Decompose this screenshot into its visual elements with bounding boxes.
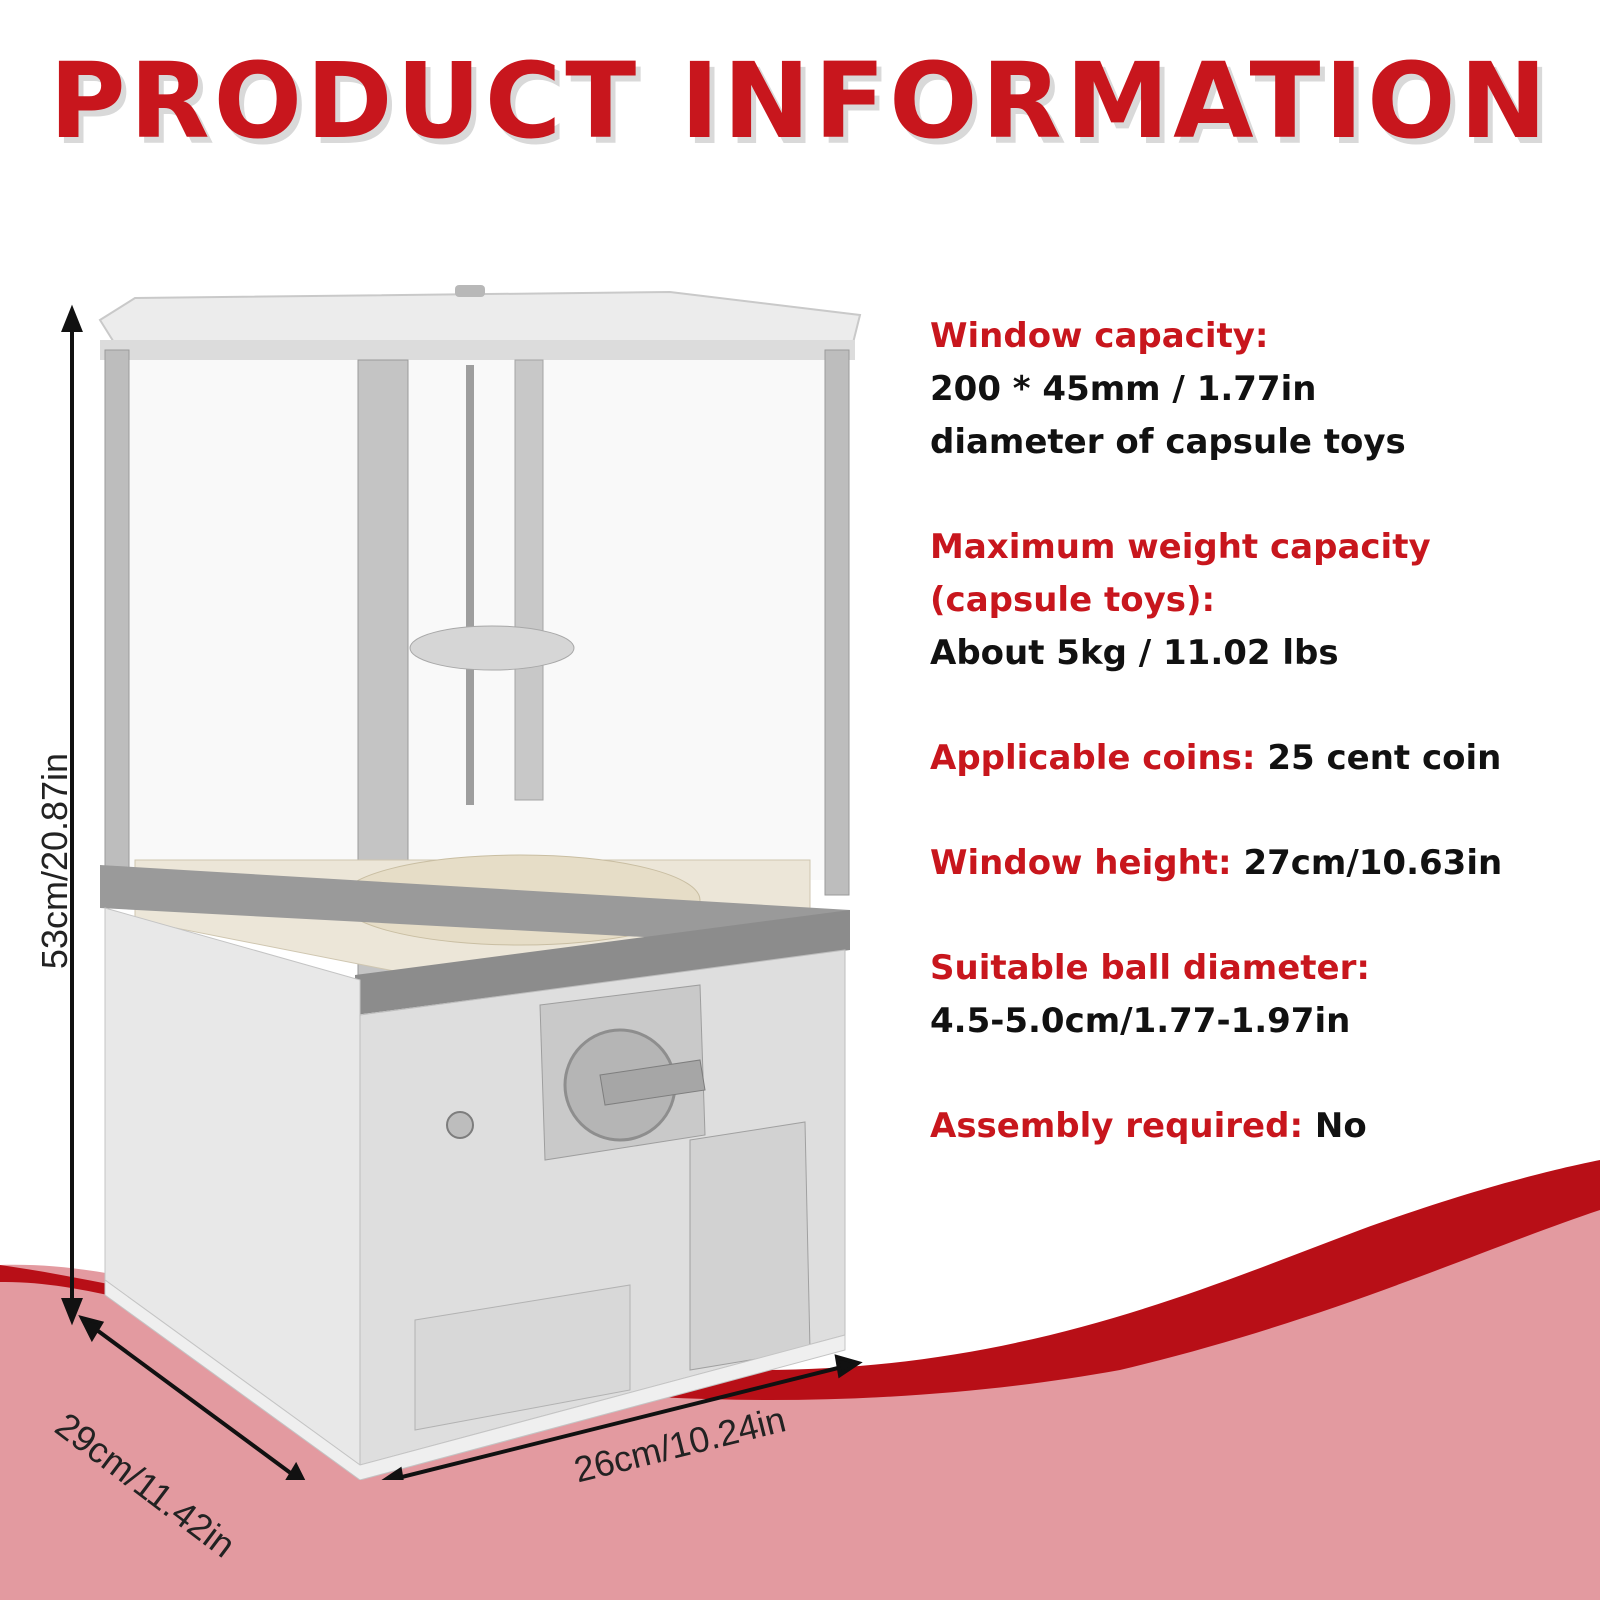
spec-value: 4.5-5.0cm/1.77-1.97in: [930, 1001, 1351, 1041]
gray-band: [100, 865, 850, 948]
spec-label: Assembly required:: [930, 1106, 1304, 1146]
spec-label: Suitable ball diameter:: [930, 948, 1370, 988]
spec-value: diameter of capsule toys: [930, 422, 1406, 462]
gumball-machine-illustration: [61, 285, 863, 1480]
center-rod: [466, 365, 474, 805]
post-left-front: [104, 349, 130, 896]
lid-knob: [455, 285, 485, 297]
spec-value: 200 * 45mm / 1.77in: [930, 369, 1317, 409]
spec-value: 27cm/10.63in: [1231, 843, 1503, 883]
page-title: PRODUCT INFORMATION: [49, 40, 1551, 162]
gray-band-front: [355, 910, 850, 1015]
spec-assembly: Assembly required: No: [930, 1100, 1590, 1153]
height-arrow: [61, 304, 83, 1326]
machine-base: [104, 1279, 846, 1480]
post-back: [514, 359, 544, 801]
spec-label: Window capacity:: [930, 316, 1269, 356]
width-arrow: [381, 1354, 863, 1480]
height-dimension-label: 53cm/20.87in: [34, 752, 75, 970]
glass-window: [120, 360, 840, 880]
spec-label: Applicable coins:: [930, 738, 1256, 778]
spec-list: Window capacity: 200 * 45mm / 1.77in dia…: [930, 310, 1590, 1205]
spec-ball-diameter: Suitable ball diameter: 4.5-5.0cm/1.77-1…: [930, 942, 1590, 1048]
wave-dark-red: [0, 1160, 1600, 1400]
spec-coins: Applicable coins: 25 cent coin: [930, 732, 1590, 785]
spec-value: 25 cent coin: [1255, 738, 1502, 778]
output-door: [689, 1121, 811, 1371]
spec-window-capacity: Window capacity: 200 * 45mm / 1.77in dia…: [930, 310, 1590, 469]
post-right-front: [824, 349, 850, 896]
center-disc: [409, 625, 575, 671]
label-plate: [414, 1284, 631, 1431]
lock-icon: [446, 1111, 474, 1139]
spec-max-weight: Maximum weight capacity (capsule toys): …: [930, 521, 1590, 680]
coin-handle: [599, 1059, 706, 1106]
spec-label: Window height:: [930, 843, 1232, 883]
spec-window-height: Window height: 27cm/10.63in: [930, 837, 1590, 890]
depth-arrow: [78, 1314, 306, 1480]
spec-value: No: [1303, 1106, 1367, 1146]
spec-value: About 5kg / 11.02 lbs: [930, 633, 1339, 673]
spec-label: Maximum weight capacity: [930, 527, 1431, 567]
spec-label: (capsule toys):: [930, 580, 1216, 620]
lid-front-edge: [100, 340, 855, 360]
